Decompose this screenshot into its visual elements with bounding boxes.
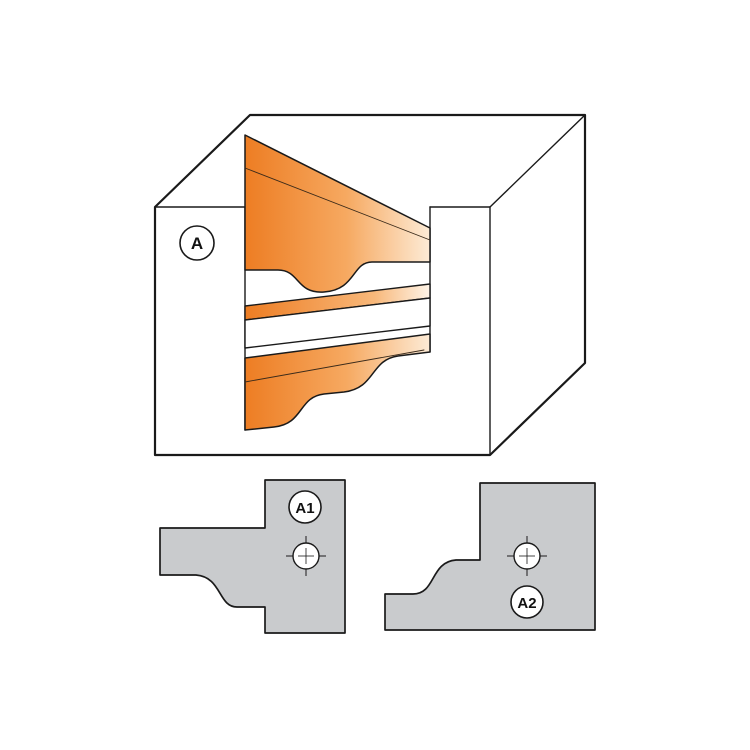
mounting-hole-a1-icon — [286, 536, 326, 576]
knife-a2-shape — [384, 482, 596, 631]
profile-feature-line — [244, 167, 431, 241]
label-a2-badge: A2 — [510, 585, 544, 619]
label-a-circle — [179, 225, 215, 261]
tongue-front-face — [244, 297, 431, 349]
profile-cut-surface-top — [244, 134, 431, 293]
right-face-top-edge — [489, 114, 586, 208]
knives-figure: A1 A2 — [159, 479, 596, 634]
label-a1-badge: A1 — [288, 490, 322, 524]
profile-surface-shape — [244, 134, 431, 293]
workpiece-outline — [153, 113, 587, 457]
counterprofile-surface-shape — [244, 333, 431, 431]
knife-a1: A1 — [159, 479, 346, 634]
label-a2-circle — [510, 585, 544, 619]
mounting-hole-a2-icon — [507, 536, 547, 576]
workpiece-figure: A — [153, 113, 587, 457]
label-a1-circle — [288, 490, 322, 524]
counterprofile-cut-surface — [244, 333, 431, 431]
label-a1-text: A1 — [295, 500, 314, 517]
tongue-piece — [244, 283, 431, 349]
knife-a2: A2 — [384, 482, 596, 631]
label-a-text: A — [191, 234, 203, 253]
label-a-badge: A — [179, 225, 215, 261]
counterprofile-feature-line — [244, 349, 425, 383]
label-a2-text: A2 — [517, 595, 536, 612]
